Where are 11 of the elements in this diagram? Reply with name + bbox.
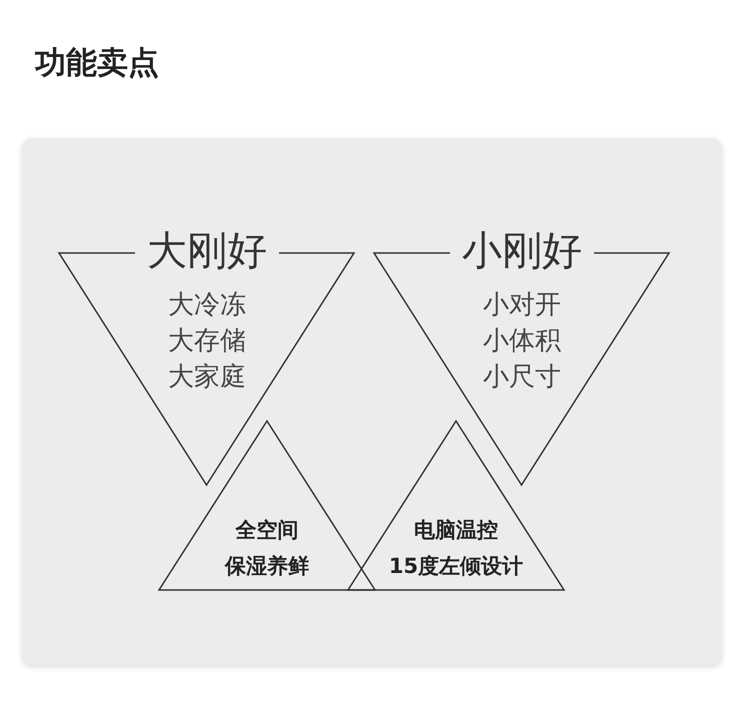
feature-text: 小尺寸 xyxy=(483,361,561,394)
feature-text: 大冷冻 xyxy=(168,289,246,322)
feature-text: 电脑温控 xyxy=(414,517,498,544)
feature-text: 小对开 xyxy=(483,289,561,322)
feature-text: 15度左倾设计 xyxy=(388,553,524,580)
feature-text: 大家庭 xyxy=(168,361,246,394)
feature-text: 小体积 xyxy=(483,325,561,358)
feature-text: 保湿养鲜 xyxy=(225,553,309,580)
feature-text: 大存储 xyxy=(168,325,246,358)
feature-text: 全空间 xyxy=(236,517,298,544)
page-title: 功能卖点 xyxy=(35,44,159,83)
